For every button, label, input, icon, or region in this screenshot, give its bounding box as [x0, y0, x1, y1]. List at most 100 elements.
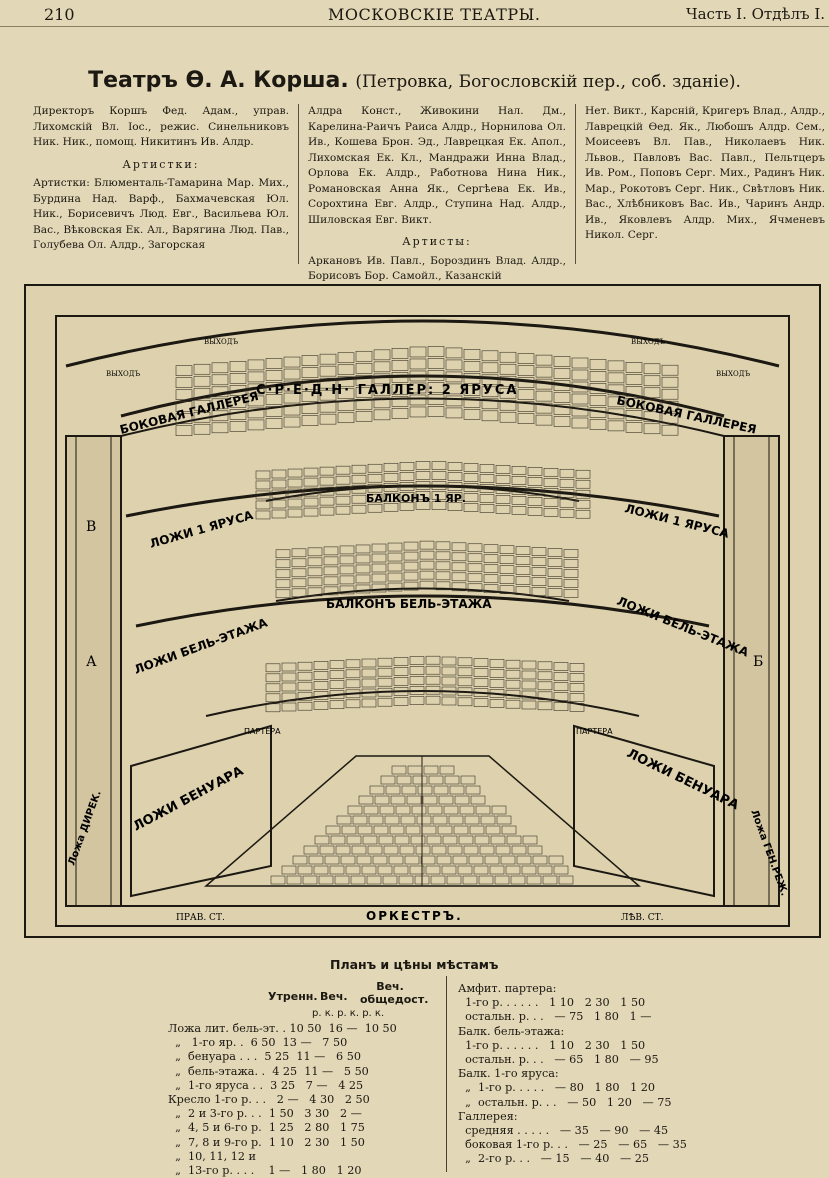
seat — [383, 462, 399, 472]
seat — [428, 775, 444, 785]
seat — [382, 875, 398, 885]
seat — [515, 586, 531, 595]
seat — [496, 815, 512, 825]
seat — [339, 555, 355, 565]
seat — [339, 585, 355, 595]
seat — [445, 395, 463, 407]
seat — [473, 678, 489, 687]
seat — [506, 835, 522, 845]
seat — [511, 506, 527, 515]
seat — [303, 477, 319, 487]
seat — [431, 845, 447, 855]
seat — [558, 875, 574, 885]
seat — [313, 865, 329, 875]
seat — [339, 545, 355, 555]
seat — [489, 679, 505, 688]
seat — [265, 693, 281, 703]
section-letter-a: А — [86, 654, 97, 670]
seat — [247, 371, 265, 383]
seat — [377, 667, 393, 677]
parterre-left-label: ПАРТЕРА — [244, 727, 281, 736]
seat — [313, 691, 329, 700]
seat — [569, 693, 585, 702]
seat — [625, 398, 643, 409]
seat — [526, 875, 542, 885]
seat — [361, 668, 377, 678]
seat — [427, 406, 445, 417]
seat — [553, 662, 569, 671]
seat — [307, 587, 323, 597]
seat — [521, 865, 537, 875]
seat — [607, 360, 625, 372]
seat — [393, 667, 409, 676]
price-row: „ 2 и 3-го р. . . 1 50 3 30 2 — — [168, 1107, 362, 1121]
seat — [297, 661, 313, 671]
seat — [367, 463, 383, 473]
seat — [355, 574, 371, 584]
seat — [430, 875, 446, 885]
seat — [291, 568, 307, 578]
seat — [425, 665, 441, 675]
seat — [400, 815, 416, 825]
seat — [406, 795, 422, 805]
seat — [589, 371, 607, 382]
seat — [505, 865, 521, 875]
seat — [500, 855, 516, 865]
seat — [521, 700, 537, 710]
seat — [483, 584, 499, 594]
seat — [301, 391, 319, 402]
seat — [559, 478, 575, 488]
seat — [479, 504, 495, 513]
seat — [531, 557, 547, 566]
seat — [391, 396, 409, 407]
staff-column-2: Алдра Конст., Живокини Нал. Дм., Карелин… — [308, 104, 566, 285]
seat — [467, 553, 483, 563]
theatre-address: (Петровка, Богословскій пер., соб. здані… — [355, 72, 741, 92]
seat — [459, 805, 475, 815]
seat — [335, 495, 351, 505]
seat — [323, 546, 339, 556]
seat — [255, 490, 271, 500]
seat — [337, 364, 355, 376]
seat — [553, 404, 571, 415]
seat — [367, 503, 383, 513]
seat — [377, 697, 393, 707]
seat — [499, 399, 517, 411]
seat — [491, 805, 507, 815]
seat — [339, 575, 355, 585]
seat — [451, 572, 467, 582]
seat — [553, 392, 571, 403]
seat — [464, 815, 480, 825]
seat — [499, 375, 517, 387]
seat — [489, 689, 505, 698]
seat — [417, 785, 433, 795]
seat — [329, 680, 345, 689]
seat — [473, 668, 489, 677]
seat — [517, 413, 535, 424]
seat — [447, 482, 463, 491]
seat — [547, 568, 563, 577]
seat — [463, 361, 481, 372]
seat — [398, 875, 414, 885]
price-row: Балк. 1-го яруса: — [458, 1067, 559, 1081]
seat — [361, 678, 377, 688]
seat — [569, 683, 585, 692]
seat — [607, 372, 625, 384]
seat — [319, 506, 335, 516]
seat — [399, 492, 415, 501]
seat — [589, 407, 607, 418]
seat — [369, 785, 385, 795]
boxes-1-left-label: ЛОЖИ 1 ЯРУСА — [148, 508, 255, 551]
seat — [427, 346, 445, 357]
seat — [371, 573, 387, 583]
seat — [383, 472, 399, 482]
seating-plan-drawing: С·Р·Е·Д·Н· ГАЛЛЕР: 2 ЯРУСА БОКОВАЯ ГАЛЛЕ… — [55, 315, 790, 927]
seat — [303, 507, 319, 517]
seat — [446, 875, 462, 885]
seat — [454, 795, 470, 805]
seat — [265, 394, 283, 405]
seat — [661, 388, 679, 400]
seat — [193, 423, 211, 435]
theatre-title: Театръ Ѳ. А. Корша. (Петровка, Богословс… — [0, 68, 829, 93]
seat — [451, 582, 467, 592]
